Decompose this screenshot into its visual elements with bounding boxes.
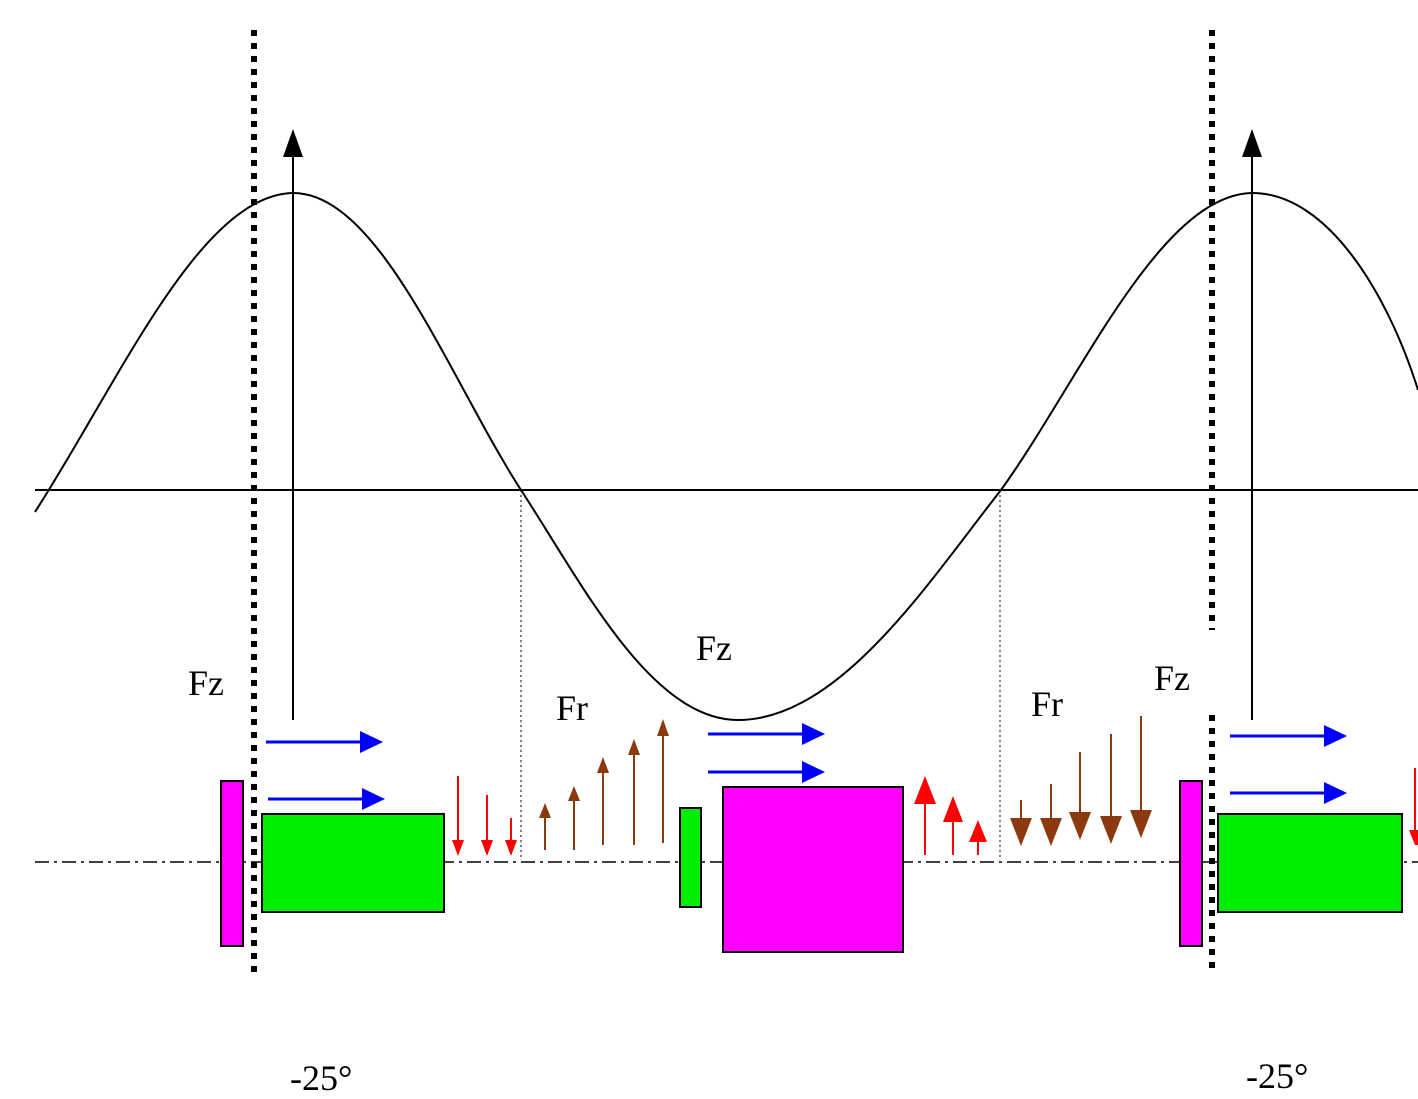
green-block-right [1217, 813, 1403, 913]
brown-arrows-up [539, 719, 669, 850]
label-fz-center: Fz [696, 628, 732, 668]
label-fz-right: Fz [1154, 658, 1190, 698]
label-fz-left: Fz [188, 663, 224, 703]
magenta-block-center [722, 786, 904, 953]
magenta-plate-right [1179, 780, 1203, 947]
magenta-plate-left [220, 780, 244, 947]
red-arrows-down-left [452, 776, 517, 856]
label-fr-left: Fr [556, 688, 588, 728]
red-arrows-up [914, 776, 987, 855]
label-angle-left: -25° [290, 1058, 352, 1098]
vertical-axis-right [1242, 129, 1262, 720]
vertical-axis-left [283, 129, 303, 720]
red-arrow-partial-right [1409, 768, 1418, 845]
blue-arrows-right [1230, 725, 1347, 804]
label-angle-right: -25° [1246, 1056, 1308, 1096]
arrowhead-up-icon [283, 129, 303, 157]
green-plate-center [679, 807, 702, 908]
green-block-left [261, 813, 445, 913]
brown-arrows-down [1010, 716, 1152, 846]
blue-arrows-left [266, 731, 385, 810]
blue-arrows-center [708, 723, 825, 783]
label-fr-right: Fr [1031, 684, 1063, 724]
sine-wave [34, 191, 1418, 722]
arrowhead-up-icon [1242, 129, 1262, 157]
